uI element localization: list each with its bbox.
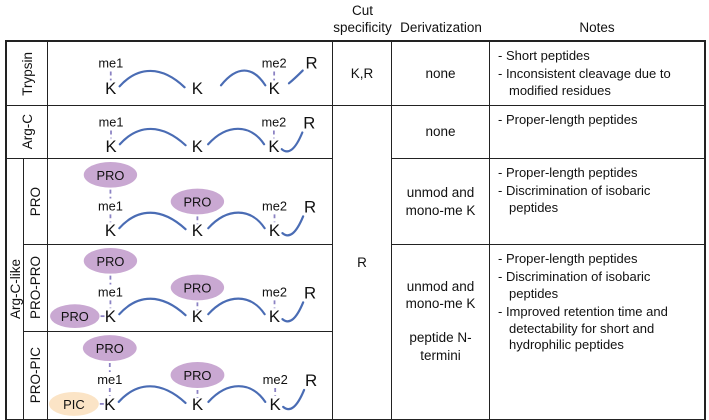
me1-label: me1 — [98, 56, 123, 71]
pro-tag: PRO — [96, 341, 124, 356]
me1-label: me1 — [97, 372, 122, 387]
notes-pro-pro-pic: - Proper-length peptides - Discriminatio… — [498, 251, 668, 353]
peptide-chain — [117, 385, 187, 404]
peptide-chain — [118, 297, 187, 317]
me2-label: me2 — [262, 284, 287, 299]
notes-argc: - Proper-length peptides — [490, 106, 704, 159]
diagram-trypsin: me1 K K me2 K R — [48, 42, 333, 106]
pro-tag: PRO — [183, 280, 211, 295]
pro-ellipse — [50, 304, 100, 329]
me2-label: me2 — [262, 198, 287, 213]
derivatization-header: Derivatization — [400, 20, 482, 36]
row-label-argc-like: Arg-C-like — [7, 159, 24, 419]
me1-label: me1 — [98, 284, 123, 299]
derivatization-argc: none — [392, 106, 490, 159]
peptide-chain-cleaved — [219, 69, 267, 87]
cut-specificity-argc-like-group: R — [333, 106, 392, 419]
cut-specificity-trypsin: K,R — [333, 42, 392, 106]
peptide-chain — [118, 211, 187, 231]
k-residue: K — [192, 221, 204, 240]
notes-trypsin: - Short peptides - Inconsistent cleavage… — [490, 42, 704, 106]
r-residue: R — [305, 371, 317, 390]
pro-tag: PRO — [97, 254, 125, 269]
pro-ellipse — [170, 274, 225, 301]
peptide-chain — [207, 127, 266, 146]
row-label-pro-pro: PRO-PRO — [24, 245, 48, 332]
notes-header: Notes — [579, 20, 615, 36]
pro-ellipse — [83, 161, 138, 188]
pro-tag: PRO — [97, 168, 125, 183]
pro-ellipse — [170, 188, 225, 215]
peptide-chain — [282, 388, 306, 411]
k-residue: K — [104, 395, 116, 414]
k-residue: K — [105, 79, 116, 98]
peptide-chain — [280, 131, 304, 153]
row-label-trypsin: Trypsin — [7, 42, 48, 106]
me1-label: me1 — [99, 115, 124, 130]
k-residue: K — [105, 137, 116, 156]
me1-label: me1 — [98, 198, 123, 213]
k-residue: K — [269, 221, 281, 240]
k-residue: K — [269, 307, 281, 326]
row-label-pro-pic: PRO-PIC — [24, 332, 48, 419]
peptide-chain — [207, 385, 267, 404]
me2-label: me2 — [262, 56, 287, 71]
pro-ellipse — [170, 362, 225, 388]
derivatization-pro: unmod and mono-me K — [392, 159, 490, 245]
peptide-chain — [207, 211, 266, 230]
pro-tag: PRO — [184, 194, 212, 209]
k-residue: K — [105, 221, 117, 240]
k-residue: K — [269, 79, 280, 98]
peptide-chain — [118, 69, 186, 89]
me2-label: me2 — [263, 372, 288, 387]
diagram-pro: PRO me1 K PRO K me2 K R — [48, 159, 333, 245]
pic-tag: PIC — [63, 397, 85, 412]
cut-specificity-header: Cut specificity — [333, 3, 392, 36]
diagram-argc: me1 K K me2 K R — [48, 106, 333, 159]
k-residue: K — [105, 307, 117, 326]
pic-ellipse — [48, 391, 99, 416]
pro-tag: PRO — [183, 368, 211, 383]
diagram-pro-pic: PRO me1 K PIC PRO K me2 K R — [48, 332, 333, 419]
peptide-chain — [118, 127, 187, 147]
k-residue: K — [192, 307, 204, 326]
k-residue: K — [192, 137, 203, 156]
k-residue: K — [268, 137, 279, 156]
diagram-pro-pro: PRO me1 K PRO PRO K me2 K R — [48, 245, 333, 332]
comparison-table: Trypsin me1 K K me2 K R K,R none - Short… — [5, 40, 706, 420]
pro-ellipse — [82, 335, 137, 362]
r-residue: R — [304, 283, 316, 302]
row-label-pro: PRO — [24, 159, 48, 245]
notes-pro: - Proper-length peptides - Discriminatio… — [490, 159, 704, 245]
r-residue: R — [306, 54, 318, 73]
k-residue: K — [192, 79, 203, 98]
k-residue: K — [192, 395, 204, 414]
peptide-chain — [281, 215, 305, 237]
peptide-chain — [281, 301, 305, 323]
k-residue: K — [270, 395, 282, 414]
derivatization-trypsin: none — [392, 42, 490, 106]
pro-tag: PRO — [61, 309, 89, 324]
derivatization-pro-pro-pic: unmod and mono-me K peptide N-termini — [392, 245, 490, 419]
peptide-chain — [207, 297, 266, 316]
r-residue: R — [304, 197, 316, 216]
pro-ellipse — [83, 247, 138, 274]
table-header: Cut specificity Derivatization Notes — [7, 0, 704, 40]
peptide-chain-cleaved — [287, 69, 304, 85]
r-residue: R — [303, 114, 315, 133]
me2-label: me2 — [261, 115, 286, 130]
row-label-argc: Arg-C — [7, 106, 48, 159]
